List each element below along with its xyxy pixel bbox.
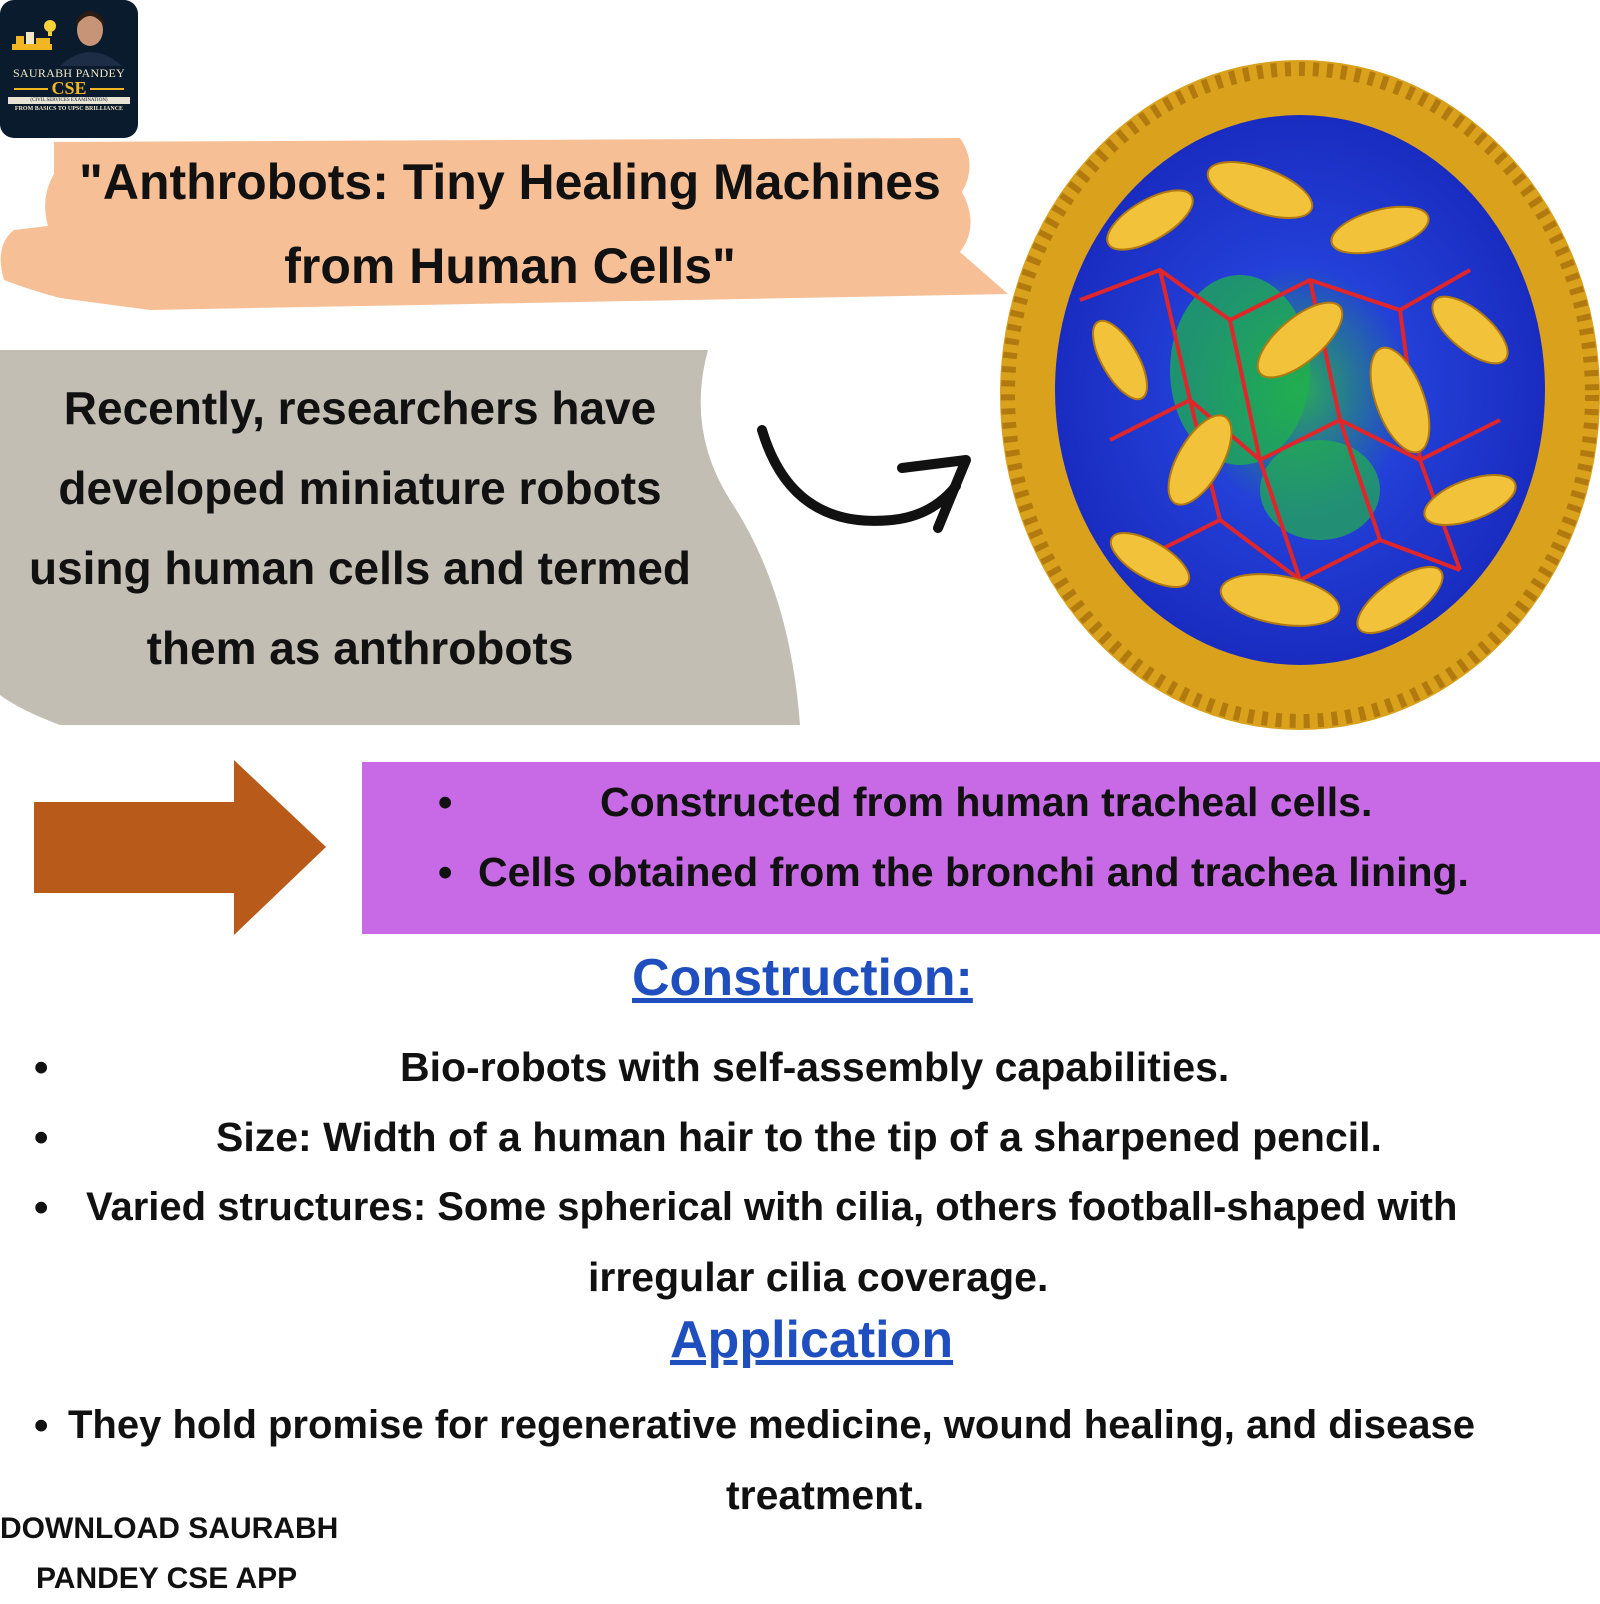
anthrobot-image [1000, 60, 1600, 730]
logo-cse: CSE [51, 78, 87, 98]
bullet-icon: • [438, 779, 453, 825]
intro-line-2: developed miniature robots [58, 462, 662, 514]
bullet-icon: • [438, 849, 453, 895]
bullet-icon: • [34, 1044, 49, 1090]
download-app-text: DOWNLOAD SAURABH PANDEY CSE APP [0, 1504, 360, 1604]
intro-line-4: them as anthrobots [146, 622, 574, 674]
brand-logo: SAURABH PANDEY CSE (CIVIL SERVICES EXAMI… [0, 0, 138, 138]
logo-tagline: FROM BASICS TO UPSC BRILLIANCE [14, 106, 124, 112]
construction-heading: Construction: [632, 949, 973, 1007]
origin-box: • Constructed from human tracheal cells.… [362, 762, 1600, 934]
logo-name: SAURABH PANDEY [12, 66, 126, 80]
intro-line-3: using human cells and termed [28, 542, 692, 594]
intro-text: Recently, researchers have developed min… [0, 368, 720, 688]
construction-item: Varied structures: Some spherical with c… [86, 1185, 1458, 1229]
title-line-2: from Human Cells" [284, 238, 736, 294]
download-line-1: DOWNLOAD SAURABH [0, 1512, 339, 1545]
origin-item-text: Constructed from human tracheal cells. [600, 779, 1373, 825]
intro-panel [0, 350, 800, 725]
bullet-icon: • [34, 1114, 49, 1160]
application-heading: Application [670, 1311, 954, 1369]
logo-rule-right [90, 88, 124, 90]
title-line-1: "Anthrobots: Tiny Healing Machines [79, 154, 941, 210]
construction-item-cont: irregular cilia coverage. [588, 1254, 1049, 1300]
application-item: They hold promise for regenerative medic… [68, 1403, 1476, 1447]
logo-rule-left [14, 88, 48, 90]
bullet-icon: • [34, 1184, 49, 1230]
curved-arrow-icon [757, 425, 971, 533]
application-item-cont: treatment. [726, 1472, 925, 1518]
right-arrow-icon [34, 760, 326, 935]
intro-line-1: Recently, researchers have [63, 382, 657, 434]
page-title: "Anthrobots: Tiny Healing Machines from … [20, 140, 1000, 308]
construction-item: Bio-robots with self-assembly capabiliti… [400, 1044, 1230, 1090]
bullet-icon: • [34, 1402, 49, 1448]
logo-illustration [12, 11, 122, 66]
title-banner [0, 138, 1008, 310]
logo-subtitle: (CIVIL SERVICES EXAMINATION) [8, 97, 130, 104]
construction-item: Size: Width of a human hair to the tip o… [216, 1114, 1382, 1160]
origin-item-text: Cells obtained from the bronchi and trac… [478, 849, 1469, 895]
download-line-2: PANDEY CSE APP [36, 1562, 298, 1595]
